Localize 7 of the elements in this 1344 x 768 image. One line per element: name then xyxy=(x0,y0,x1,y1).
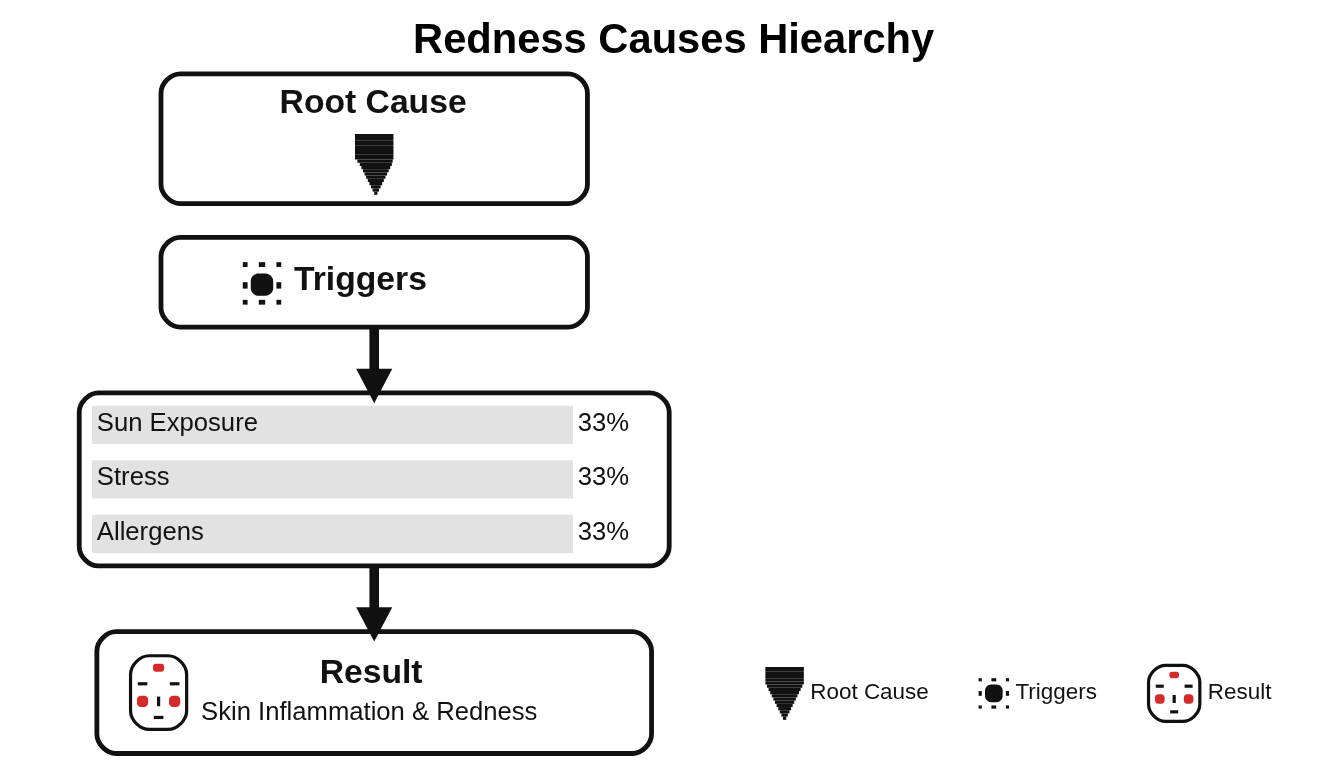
node-label: 33% xyxy=(577,516,630,545)
node-label: 33% xyxy=(577,462,630,491)
legend-label: Root Cause xyxy=(810,678,929,704)
legend-label: Result xyxy=(1207,679,1272,705)
legend-label: Triggers xyxy=(1015,679,1097,705)
diagram-title: Redness Causes Hiearchy xyxy=(413,14,935,62)
node-label: 33% xyxy=(577,407,630,436)
